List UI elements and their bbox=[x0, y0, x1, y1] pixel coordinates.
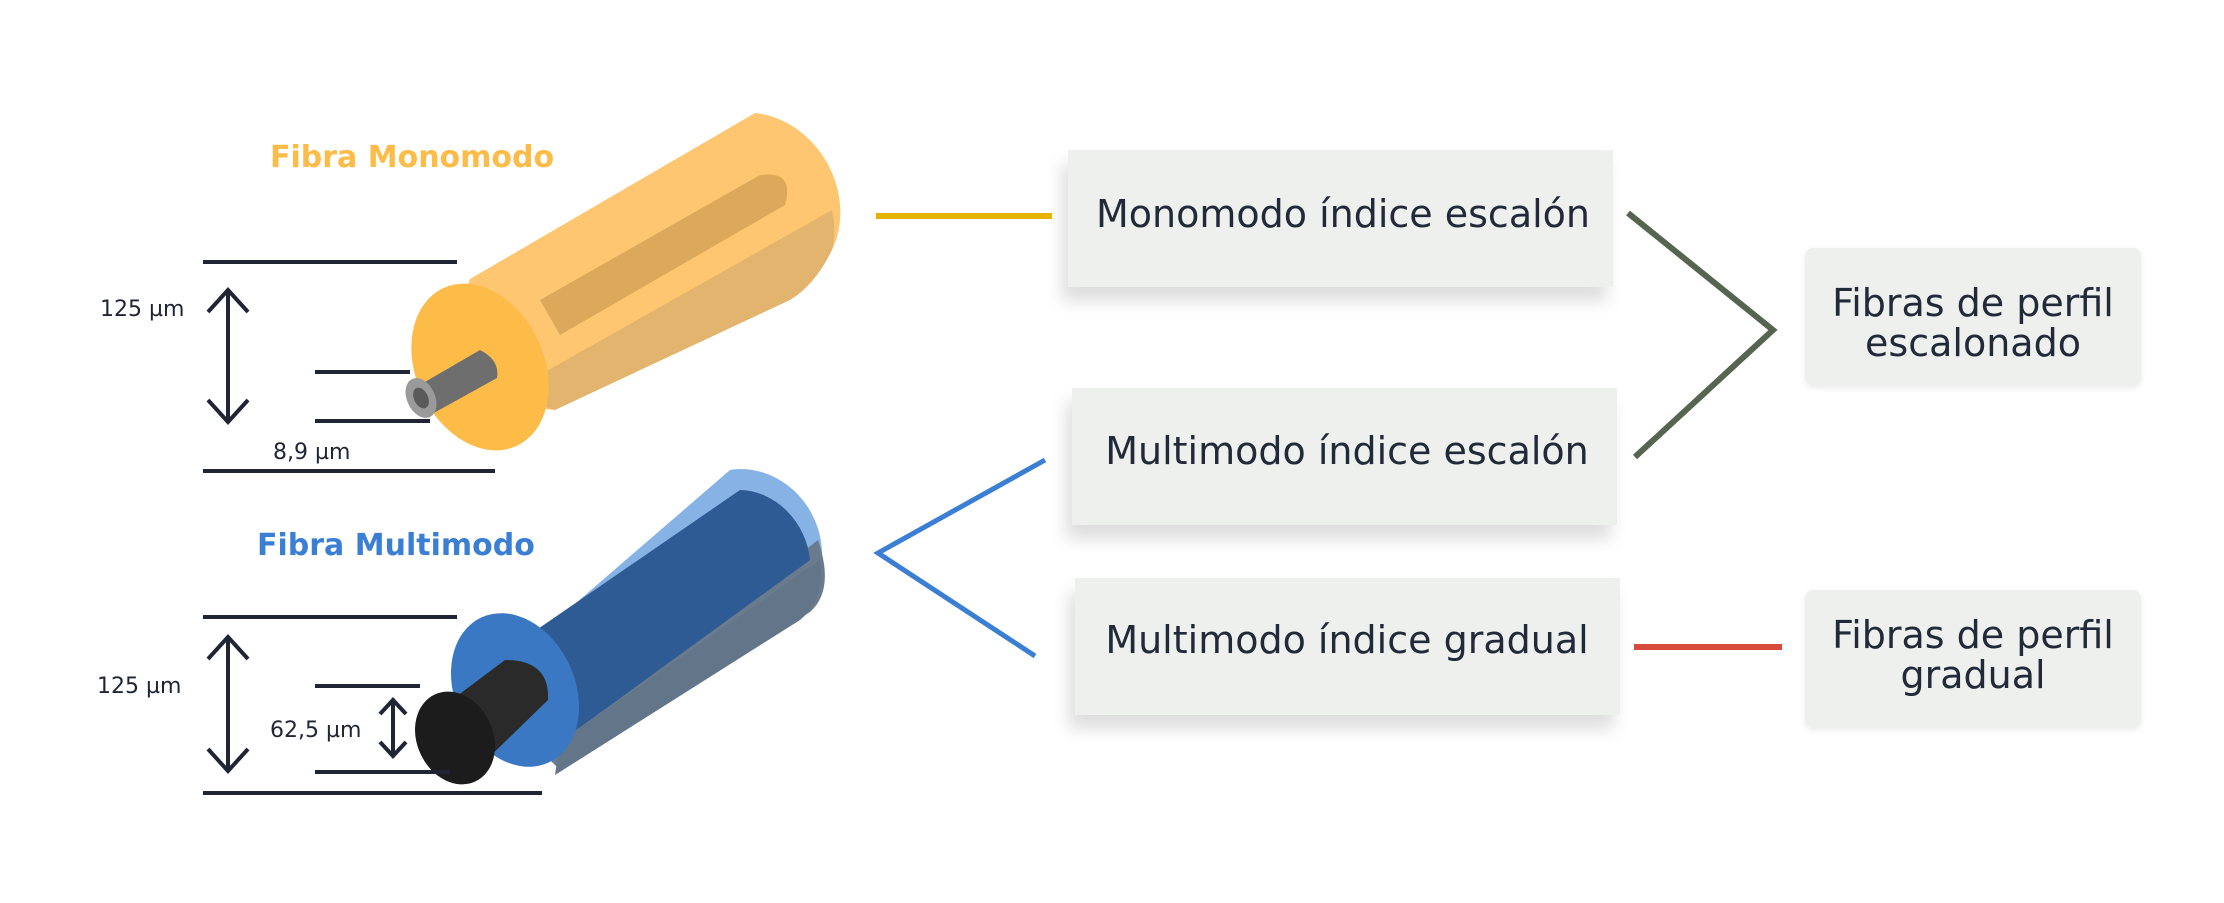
profile-box-graded-bg bbox=[1805, 590, 2141, 728]
profile-box-step-line2: escalonado bbox=[1865, 321, 2081, 365]
step-profile-connector-bracket bbox=[1626, 210, 1778, 460]
monomode-title: Fibra Monomodo bbox=[270, 140, 554, 175]
profile-box-step: Fibras de perfil escalonado bbox=[1805, 248, 2141, 386]
type-box-multimode-step: Multimodo índice escalón bbox=[1072, 388, 1617, 525]
profile-box-step-bg bbox=[1805, 248, 2141, 386]
multimode-inner-body bbox=[500, 490, 810, 742]
monomode-cladding-shade bbox=[520, 210, 835, 410]
multimode-core-face bbox=[415, 691, 495, 785]
multimode-dimensions bbox=[203, 615, 542, 795]
multimode-core-arrow-up bbox=[378, 697, 408, 716]
multimode-core-arrow-down bbox=[378, 740, 408, 759]
type-box-multimode-step-label: Multimodo índice escalón bbox=[1105, 429, 1589, 473]
type-box-monomode-step: Monomodo índice escalón bbox=[1068, 150, 1613, 287]
monomode-outer-arrow-up bbox=[206, 287, 250, 314]
monomode-fiber-group: Fibra Monomodo 125 µm 8,9 µ bbox=[100, 113, 841, 473]
profile-box-step-line1: Fibras de perfil bbox=[1832, 281, 2114, 325]
monomode-core-dimension-label: 8,9 µm bbox=[273, 440, 350, 465]
type-box-multimode-graded-label: Multimodo índice gradual bbox=[1105, 618, 1588, 662]
multimode-outer-arrow-up bbox=[206, 634, 250, 661]
monomode-inner-core bbox=[540, 174, 788, 335]
monomode-core-hole bbox=[413, 387, 429, 409]
monomode-dimensions bbox=[203, 260, 495, 473]
monomode-core-body bbox=[418, 350, 498, 414]
multimode-title: Fibra Multimodo bbox=[257, 528, 535, 563]
multimode-outer-arrow-down bbox=[206, 747, 250, 774]
profile-box-graded-line1: Fibras de perfil bbox=[1832, 613, 2114, 657]
type-box-multimode-graded-bg bbox=[1075, 578, 1620, 715]
monomode-outer-arrow-down bbox=[206, 398, 250, 425]
multimode-fiber-group: Fibra Multimodo 125 bbox=[97, 469, 825, 795]
type-box-multimode-graded: Multimodo índice gradual bbox=[1075, 578, 1620, 715]
type-box-multimode-step-bg bbox=[1072, 388, 1617, 525]
profile-box-graded: Fibras de perfil gradual bbox=[1805, 590, 2141, 728]
type-box-monomode-step-label: Monomodo índice escalón bbox=[1096, 192, 1590, 236]
profile-box-graded-line2: gradual bbox=[1900, 653, 2045, 697]
monomode-fiber-illustration bbox=[405, 113, 841, 451]
multimode-connector-bracket bbox=[873, 457, 1047, 659]
multimode-fiber-illustration bbox=[415, 469, 825, 785]
monomode-outer-dimension-label: 125 µm bbox=[100, 297, 184, 322]
multimode-inner-shade bbox=[555, 560, 821, 775]
multimode-outer-dimension-label: 125 µm bbox=[97, 674, 181, 699]
type-box-monomode-step-bg bbox=[1068, 150, 1613, 287]
multimode-core-dimension-label: 62,5 µm bbox=[270, 718, 361, 743]
